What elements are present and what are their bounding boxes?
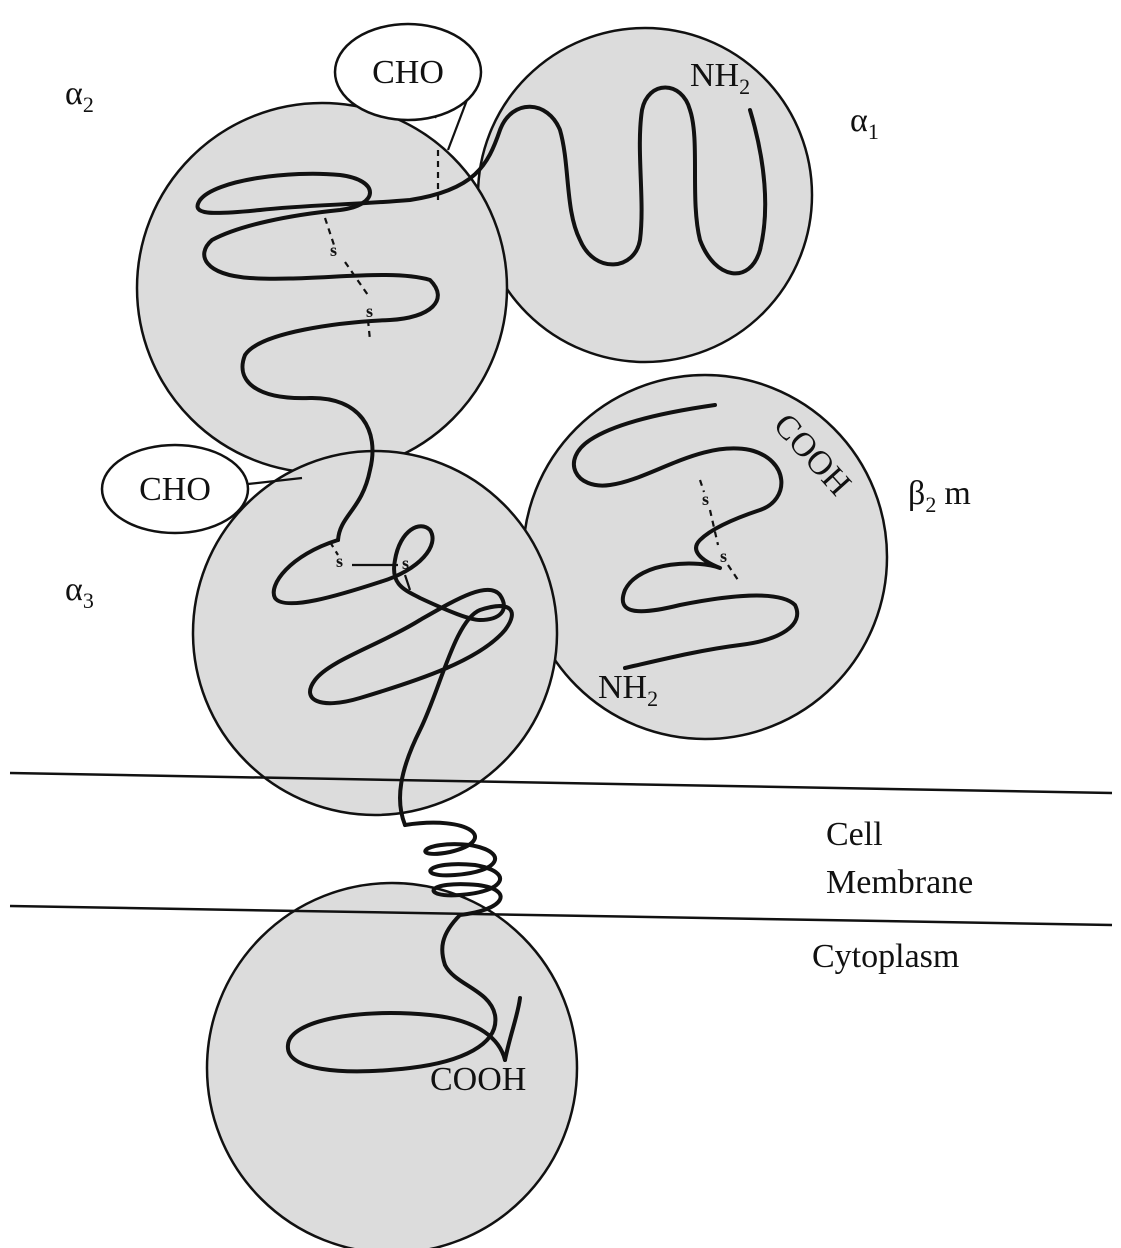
disulfide-label-a2-upper: s	[330, 240, 337, 260]
cho-left-label: CHO	[139, 471, 211, 508]
alpha2-domain	[137, 103, 507, 473]
alpha1-domain	[478, 28, 812, 362]
alpha3-label: α3	[65, 571, 94, 613]
cytoplasmic-cooh-label: COOH	[430, 1061, 526, 1098]
membrane-top-line	[10, 773, 1112, 793]
cell-membrane-label-line1: Cell	[826, 816, 883, 853]
beta2m-domain	[523, 375, 887, 739]
alpha2-label: α2	[65, 75, 94, 117]
alpha1-label: α1	[850, 102, 879, 144]
disulfide-label-a2-lower: s	[366, 301, 373, 321]
disulfide-label-a3-right: s	[402, 553, 409, 573]
cytoplasm-label: Cytoplasm	[812, 938, 959, 975]
membrane-bottom-line	[10, 906, 1112, 925]
cell-membrane-label-line2: Membrane	[826, 864, 973, 901]
disulfide-label-a3-left: s	[336, 551, 343, 571]
disulfide-label-b2m-upper: s	[702, 489, 709, 509]
disulfide-label-b2m-lower: s	[720, 546, 727, 566]
cho-top-label: CHO	[372, 54, 444, 91]
